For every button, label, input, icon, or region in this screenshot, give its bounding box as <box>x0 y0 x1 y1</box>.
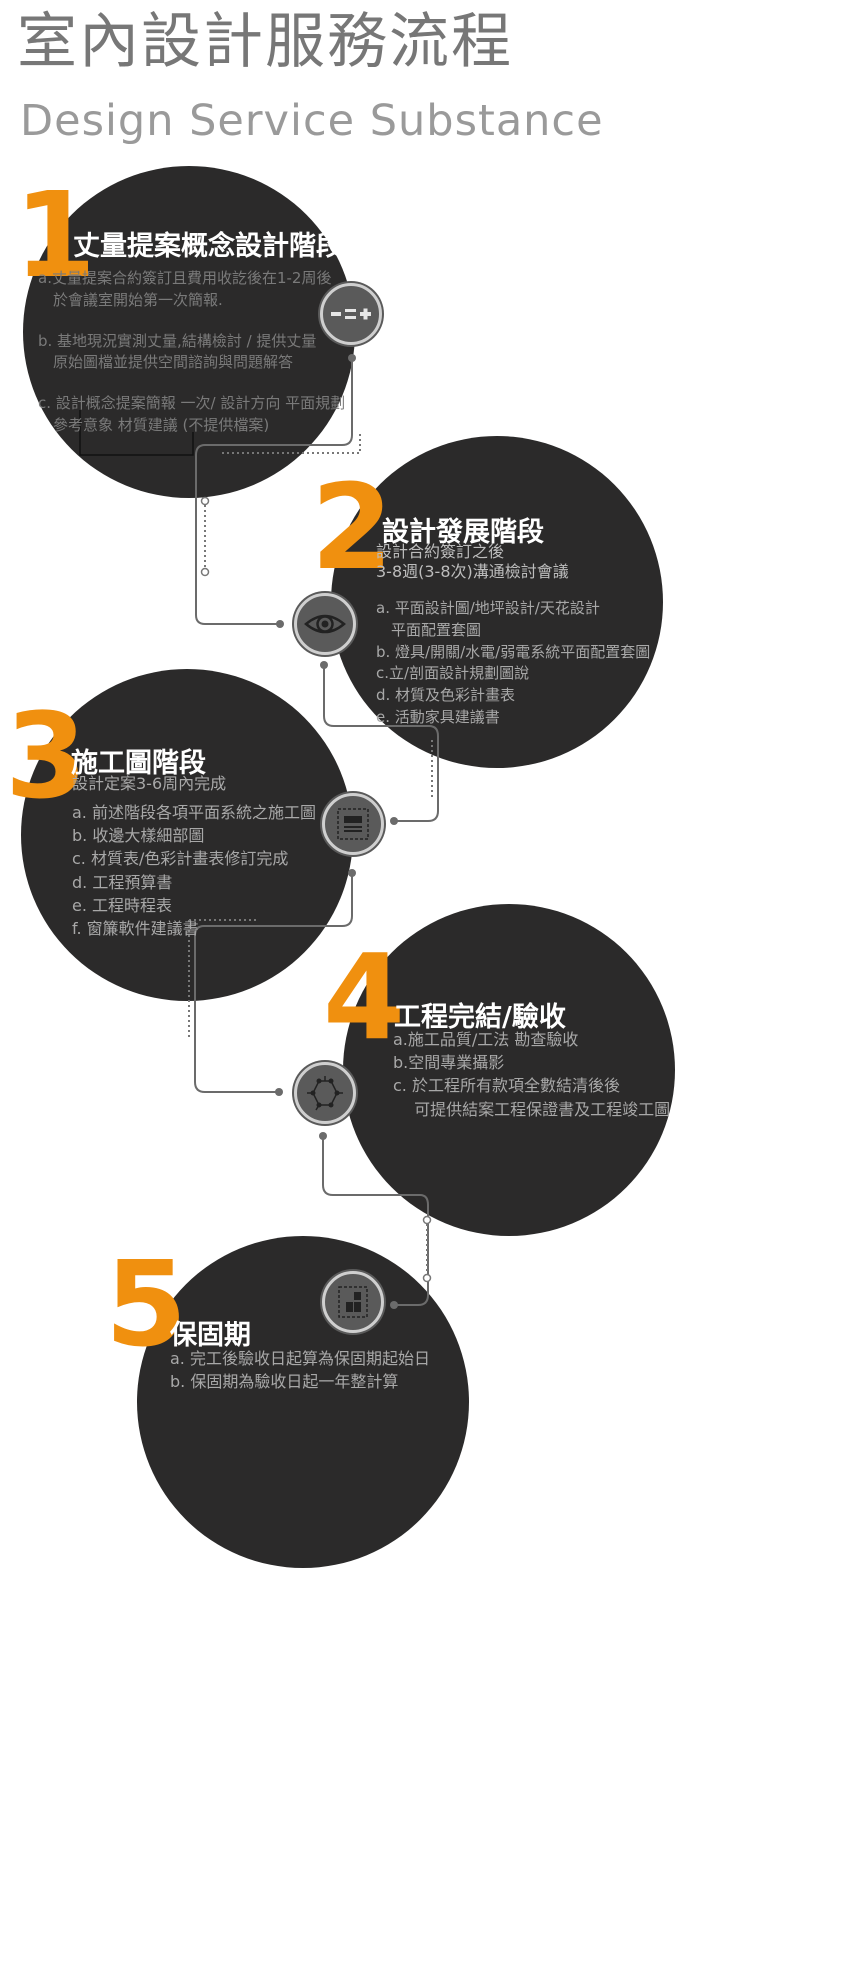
step-3-icon-badge <box>322 793 384 855</box>
step-4-item: 可提供結案工程保證書及工程竣工圖 <box>393 1099 671 1119</box>
step-2-number: 2 <box>311 458 394 596</box>
step-5-circle <box>137 1236 469 1568</box>
network-icon <box>307 1076 343 1111</box>
step-3-subtitle: 設計定案3-6周內完成 <box>72 774 227 793</box>
step-1-item: b. 基地現況實測丈量,結構檢討 / 提供丈量 <box>38 331 317 350</box>
step-4-item: a.施工品質/工法 勘查驗收 <box>393 1030 579 1049</box>
step-1-icon-badge <box>320 283 382 345</box>
step-1-title: 丈量提案概念設計階段 <box>73 231 343 262</box>
step-5-item: b. 保固期為驗收日起一年整計算 <box>170 1372 399 1392</box>
step-3-items: a. 前述階段各項平面系統之施工圖 b. 收邊大樣細部圖 c. 材質表/色彩計畫… <box>72 801 316 940</box>
step-5-icon-badge <box>322 1271 384 1333</box>
step-5-items: a. 完工後驗收日起算為保固期起始日 b. 保固期為驗收日起一年整計算 <box>170 1347 430 1393</box>
step-3-item: f. 窗簾軟件建議書 <box>72 918 199 938</box>
step-2-item: a. 平面設計圖/地坪設計/天花設計 <box>376 599 600 617</box>
page-subtitle: Design Service Substance <box>20 96 604 146</box>
step-2-items: a. 平面設計圖/地坪設計/天花設計 平面配置套圖 b. 燈具/開關/水電/弱電… <box>376 598 650 729</box>
step-3-title: 施工圖階段 <box>71 748 206 779</box>
step-3-circle <box>21 669 353 1001</box>
step-5-number: 5 <box>105 1235 188 1373</box>
step-2-item: b. 燈具/開關/水電/弱電系統平面配置套圖 <box>376 642 651 661</box>
math-symbols-icon <box>331 308 371 320</box>
document-icon <box>337 808 369 840</box>
step-2-subtitle: 設計合約簽訂之後 <box>376 542 505 561</box>
step-2-title: 設計發展階段 <box>382 517 544 548</box>
step-1-circle <box>23 166 355 498</box>
step-4-items: a.施工品質/工法 勘查驗收 b.空間專業攝影 c. 於工程所有款項全數結清後後… <box>393 1028 670 1121</box>
step-3-item: e. 工程時程表 <box>72 895 173 915</box>
step-2-item: e. 活動家具建議書 <box>376 707 500 726</box>
step-4-icon-badge <box>294 1062 356 1124</box>
step-1-item: c. 設計概念提案簡報 一次/ 設計方向 平面規劃 <box>38 394 346 412</box>
step-1-items: a.丈量提案合約簽訂且費用收訖後在1-2周後 於會議室開始第一次簡報. b. 基… <box>38 268 345 437</box>
step-4-number: 4 <box>323 928 406 1066</box>
step-2-item: 平面配置套圖 <box>376 620 482 639</box>
layout-icon <box>338 1286 368 1318</box>
step-3-item: d. 工程預算書 <box>72 872 173 892</box>
step-2-item: d. 材質及色彩計畫表 <box>376 686 516 704</box>
step-3-number: 3 <box>5 687 88 825</box>
step-2-item: c.立/剖面設計規劃圖說 <box>376 664 530 683</box>
step-5-title: 保固期 <box>170 1320 251 1351</box>
page-title: 室內設計服務流程 <box>17 7 513 77</box>
step-2-icon-badge <box>294 593 356 655</box>
eye-icon <box>304 614 346 634</box>
step-1-item: a.丈量提案合約簽訂且費用收訖後在1-2周後 <box>38 269 332 287</box>
step-4-item: b.空間專業攝影 <box>393 1053 505 1073</box>
step-2-subtitle: 3-8週(3-8次)溝通檢討會議 <box>376 562 569 581</box>
step-5-item: a. 完工後驗收日起算為保固期起始日 <box>170 1349 430 1368</box>
step-4-circle <box>343 904 675 1236</box>
step-3-item: a. 前述階段各項平面系統之施工圖 <box>72 803 316 822</box>
step-1-item: 於會議室開始第一次簡報. <box>38 290 223 309</box>
step-1-item: 參考意象 材質建議 (不提供檔案) <box>38 415 270 434</box>
step-2-circle <box>331 436 663 768</box>
step-4-item: c. 於工程所有款項全數結清後後 <box>393 1076 620 1096</box>
step-3-item: c. 材質表/色彩計畫表修訂完成 <box>72 849 289 869</box>
step-1-item: 原始圖檔並提供空間諮詢與問題解答 <box>38 353 294 372</box>
step-3-item: b. 收邊大樣細部圖 <box>72 826 205 846</box>
step-4-title: 工程完結/驗收 <box>394 1002 566 1033</box>
step-1-number: 1 <box>14 166 97 304</box>
